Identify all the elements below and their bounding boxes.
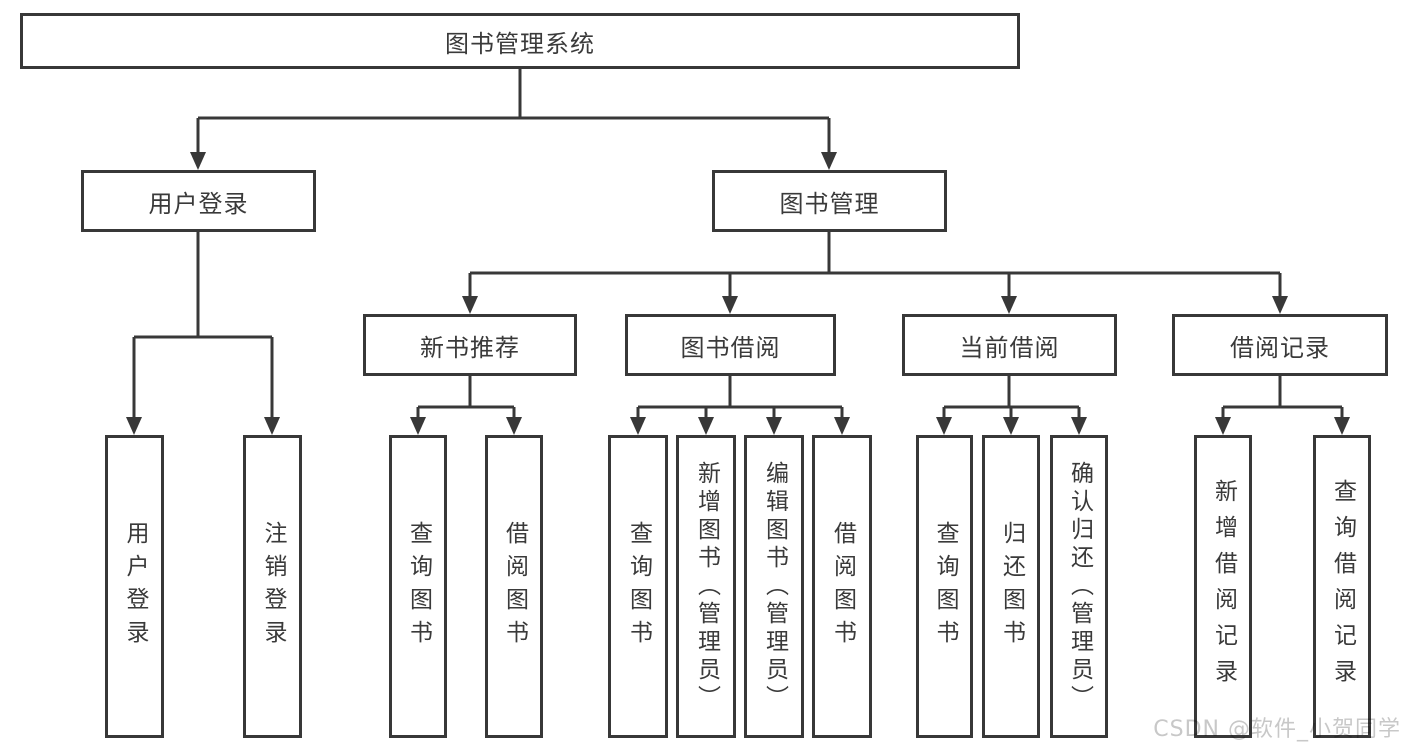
arrowhead [462, 296, 478, 314]
node-current-borrowing: 当前借阅 [902, 314, 1117, 376]
arrowhead [821, 152, 837, 170]
arrowhead [1334, 417, 1350, 435]
node-current-query-books: 查询图书 [916, 435, 973, 738]
node-recommend-borrow-books-label: 借阅图书 [501, 520, 528, 653]
node-borrowing-query-books: 查询图书 [608, 435, 668, 738]
node-borrowing-records: 借阅记录 [1172, 314, 1388, 376]
arrowhead [1071, 417, 1087, 435]
node-add-borrow-record: 新增借阅记录 [1194, 435, 1252, 738]
node-book-borrowing-label: 图书借阅 [680, 333, 781, 362]
arrowhead [1215, 417, 1231, 435]
arrowhead [834, 417, 850, 435]
arrowhead [936, 417, 952, 435]
node-confirm-return-admin-label: 确认归还（管理员） [1066, 460, 1093, 713]
node-add-books-admin-label: 新增图书（管理员） [693, 460, 720, 713]
node-logout-action-label: 注销登录 [260, 520, 286, 653]
arrowhead [190, 152, 206, 170]
watermark-text: CSDN @软件_小贺同学 [1153, 717, 1401, 742]
node-add-books-admin: 新增图书（管理员） [676, 435, 736, 738]
node-new-book-recommendation: 新书推荐 [363, 314, 577, 376]
node-edit-books-admin: 编辑图书（管理员） [744, 435, 804, 738]
node-book-management: 图书管理 [712, 170, 947, 232]
node-edit-books-admin-label: 编辑图书（管理员） [761, 460, 788, 713]
node-return-books: 归还图书 [982, 435, 1040, 738]
node-book-management-label: 图书管理 [779, 189, 880, 218]
node-current-borrowing-label: 当前借阅 [959, 333, 1060, 362]
node-add-borrow-record-label: 新增借阅记录 [1210, 478, 1237, 695]
node-user-login: 用户登录 [81, 170, 316, 232]
arrowhead [126, 417, 142, 435]
node-logout-action: 注销登录 [243, 435, 302, 738]
arrowhead [1001, 296, 1017, 314]
arrowhead [264, 417, 280, 435]
node-query-borrow-record: 查询借阅记录 [1313, 435, 1371, 738]
arrowhead [722, 296, 738, 314]
node-recommend-query-books-label: 查询图书 [405, 520, 432, 653]
node-current-query-books-label: 查询图书 [932, 520, 958, 653]
node-borrowing-query-books-label: 查询图书 [625, 520, 652, 653]
node-library-management-system: 图书管理系统 [20, 13, 1020, 69]
node-new-book-recommendation-label: 新书推荐 [420, 333, 520, 362]
arrowheads [126, 152, 1350, 435]
node-borrowing-records-label: 借阅记录 [1230, 333, 1330, 362]
node-return-books-label: 归还图书 [998, 520, 1025, 653]
tree-connector-path [132, 69, 1344, 419]
arrowhead [766, 417, 782, 435]
node-recommend-borrow-books: 借阅图书 [485, 435, 543, 738]
node-library-management-system-label: 图书管理系统 [445, 29, 595, 58]
node-user-login-action: 用户登录 [105, 435, 164, 738]
node-confirm-return-admin: 确认归还（管理员） [1050, 435, 1108, 738]
arrowhead [1003, 417, 1019, 435]
arrowhead [1272, 296, 1288, 314]
node-query-borrow-record-label: 查询借阅记录 [1329, 478, 1356, 695]
node-user-login-action-label: 用户登录 [122, 520, 148, 653]
node-borrowing-borrow-books: 借阅图书 [812, 435, 872, 738]
arrowhead [630, 417, 646, 435]
node-user-login-label: 用户登录 [148, 189, 249, 218]
node-recommend-query-books: 查询图书 [389, 435, 447, 738]
node-borrowing-borrow-books-label: 借阅图书 [829, 520, 856, 653]
node-book-borrowing: 图书借阅 [625, 314, 836, 376]
arrowhead [506, 417, 522, 435]
arrowhead [410, 417, 426, 435]
arrowhead [698, 417, 714, 435]
